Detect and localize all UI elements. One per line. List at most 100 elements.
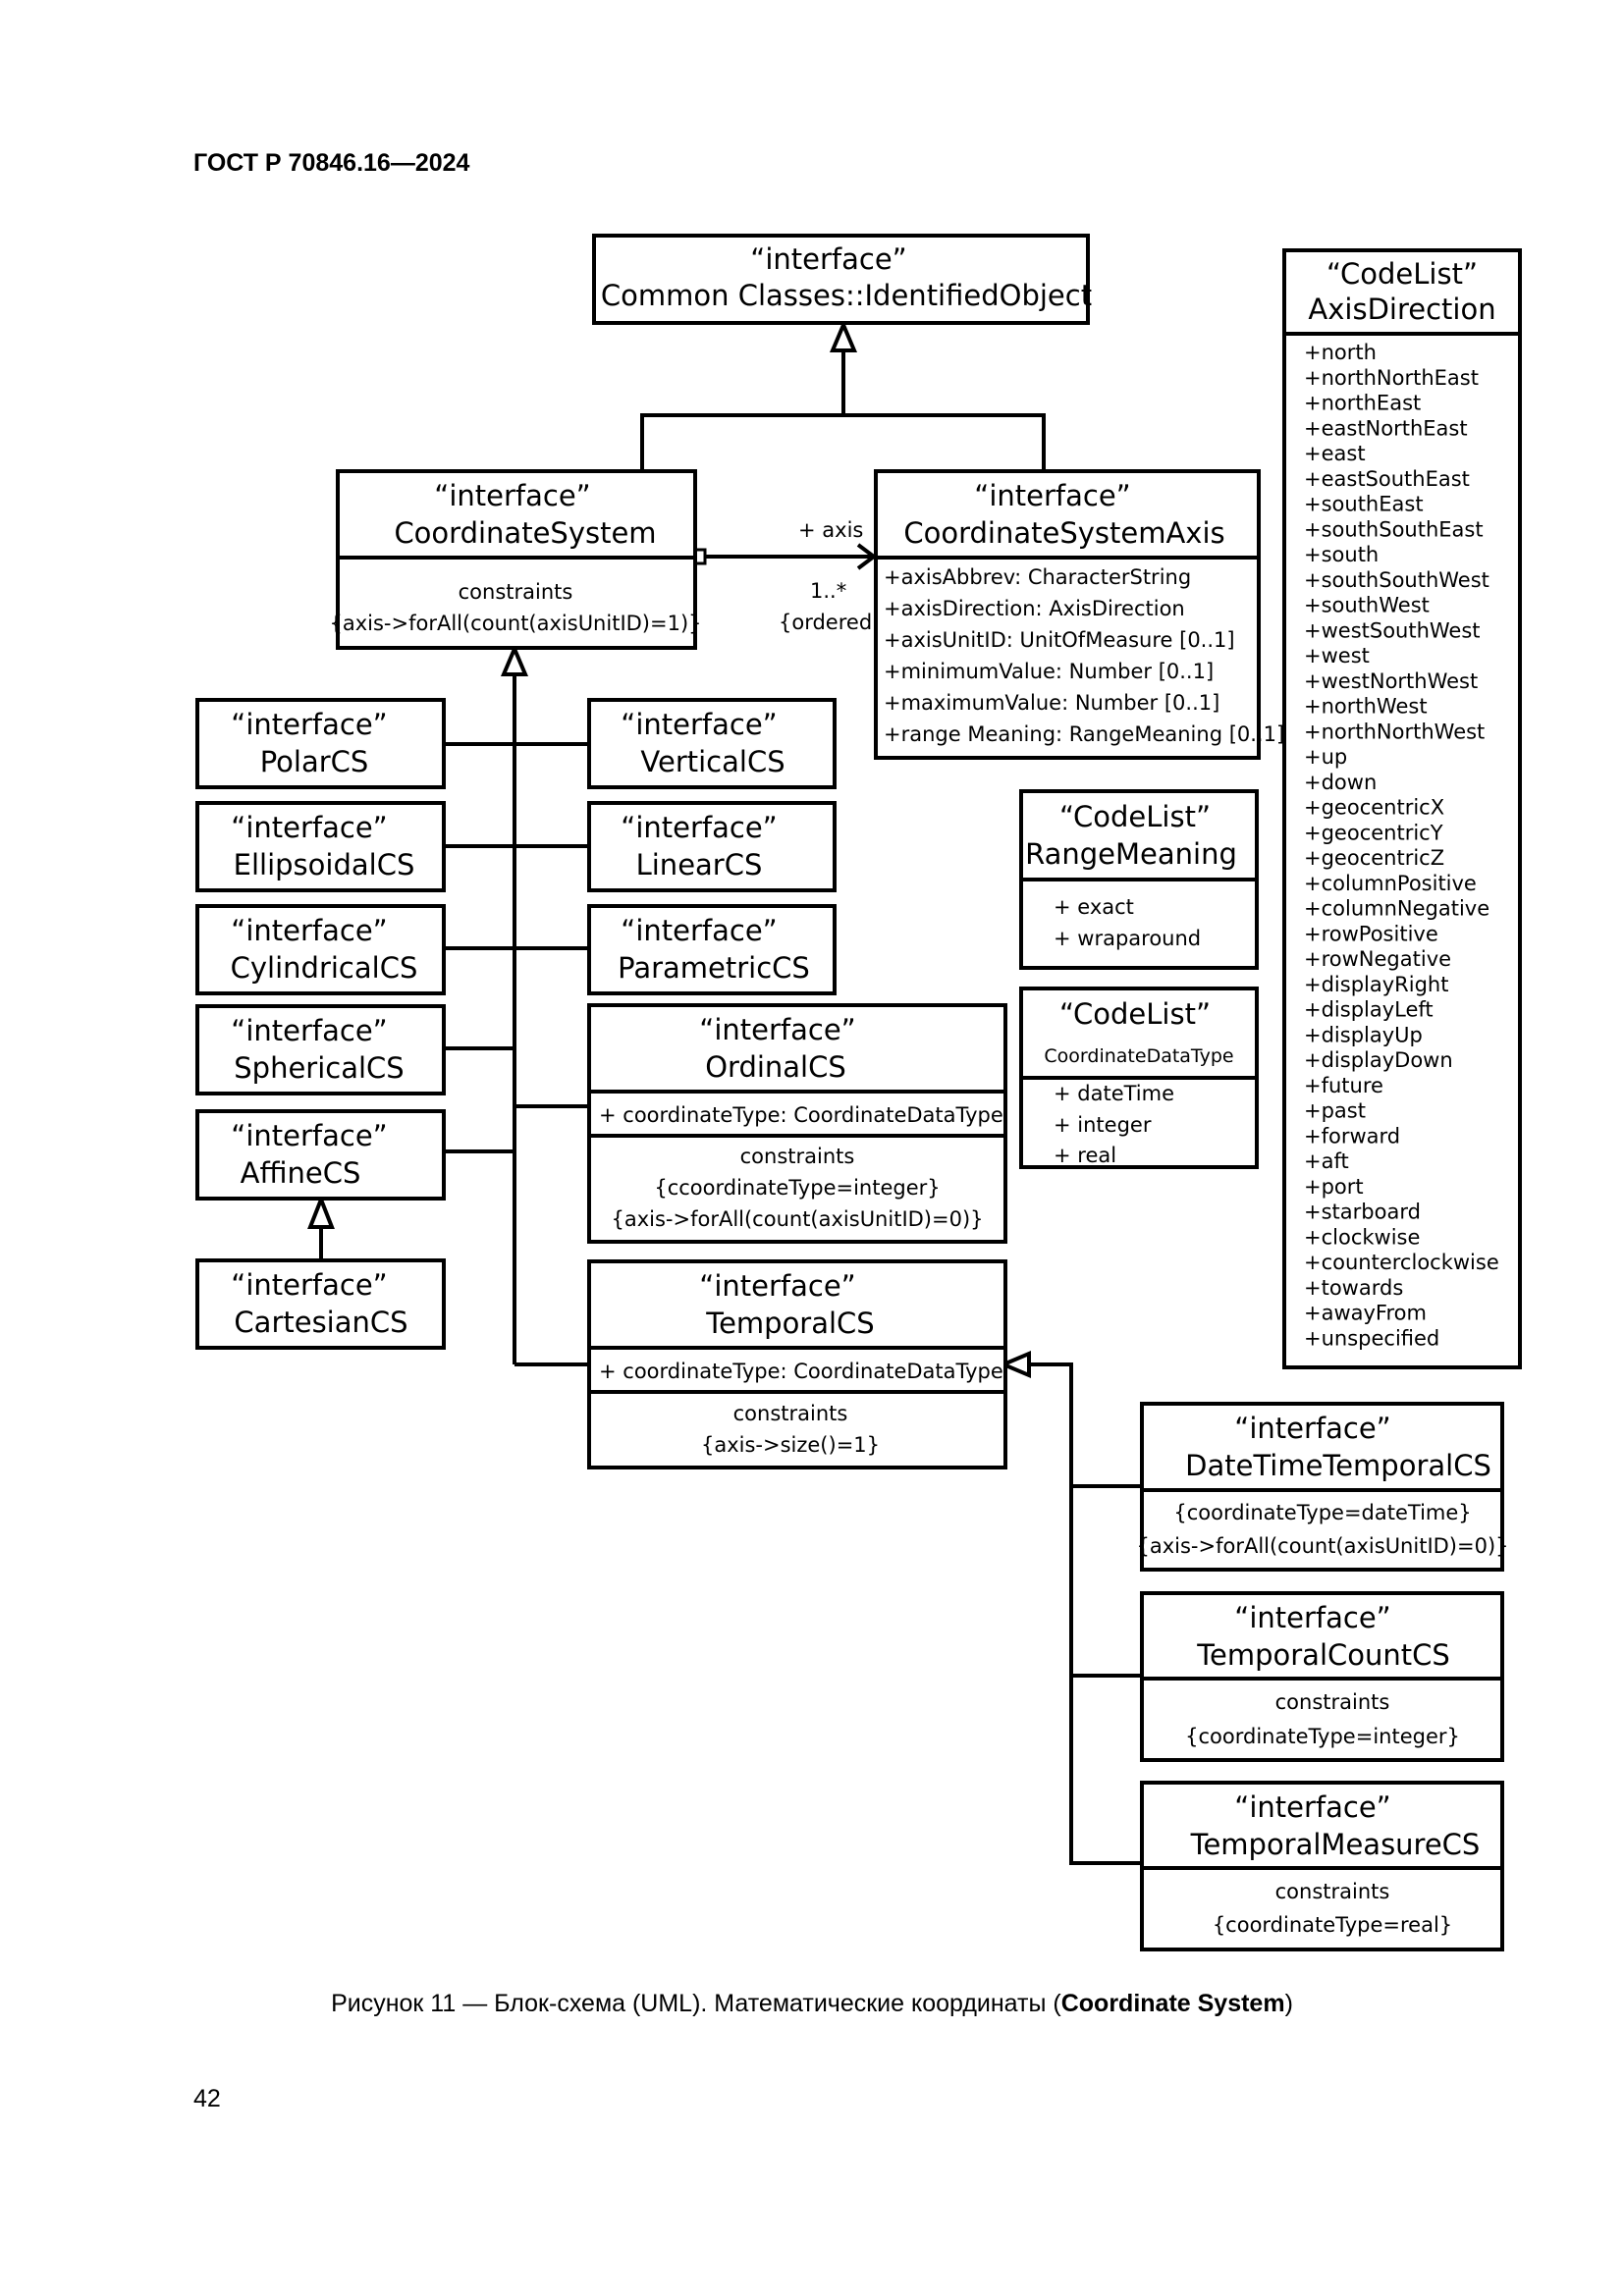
class-datetime-temporal-cs: “interface” DateTimeTemporalCS {coordina… — [1136, 1402, 1509, 1572]
caption-end: ) — [1284, 1990, 1293, 2017]
axis-direction-value: +eastNorthEast — [1304, 416, 1468, 440]
stereotype: “CodeList” — [1326, 257, 1478, 291]
stereotype: “interface” — [621, 811, 777, 844]
axis-direction-value: +westSouthWest — [1304, 618, 1481, 642]
class-name: TemporalMeasureCS — [1190, 1828, 1481, 1861]
axis-direction-value: +awayFrom — [1304, 1302, 1427, 1325]
class-name: SphericalCS — [234, 1051, 404, 1085]
stereotype: “interface” — [699, 1013, 855, 1046]
class-name: CylindricalCS — [231, 951, 418, 985]
stereotype: “interface” — [621, 914, 777, 947]
class-name: CartesianCS — [234, 1306, 407, 1339]
stereotype: “interface” — [231, 811, 387, 844]
codelist-axis-direction: “CodeList” AxisDirection +north+northNor… — [1282, 248, 1522, 1369]
codelist-value: + dateTime — [1054, 1082, 1174, 1105]
stereotype: “interface” — [231, 1014, 387, 1047]
class-linear-cs: “interface” LinearCS — [587, 801, 837, 892]
stereotype: “interface” — [231, 914, 387, 947]
codelist-value: + integer — [1054, 1113, 1152, 1137]
attribute: +maximumValue: Number [0..1] — [884, 691, 1219, 715]
class-identified-object: “interface” Common Classes::IdentifiedOb… — [592, 234, 1092, 325]
constraints-label: constraints — [1275, 1690, 1390, 1714]
axis-direction-value: +columnPositive — [1304, 872, 1477, 895]
stereotype: “interface” — [750, 242, 906, 276]
codelist-range-meaning: “CodeList” RangeMeaning + exact + wrapar… — [1019, 789, 1259, 970]
axis-direction-value: +rowNegative — [1304, 947, 1451, 971]
stereotype: “interface” — [1234, 1790, 1390, 1824]
stereotype: “CodeList” — [1059, 800, 1211, 833]
axis-direction-value: +geocentricZ — [1304, 846, 1444, 870]
axis-direction-value: +southSouthWest — [1304, 568, 1489, 592]
caption-text: Рисунок 11 — Блок-схема (UML). Математич… — [331, 1990, 1061, 2017]
axis-direction-value: +southSouthEast — [1304, 517, 1484, 541]
axis-direction-value: +columnNegative — [1304, 897, 1489, 921]
class-name: Common Classes::IdentifiedObject — [601, 279, 1092, 312]
axis-direction-value: +towards — [1304, 1276, 1403, 1300]
axis-direction-value: +port — [1304, 1175, 1364, 1199]
gen-line — [640, 413, 1046, 469]
class-name: VerticalCS — [640, 745, 785, 778]
axis-direction-value: +starboard — [1304, 1201, 1421, 1224]
class-name: TemporalCountCS — [1196, 1638, 1450, 1672]
axis-direction-value: +displayDown — [1304, 1048, 1453, 1072]
association-role: + axis — [798, 518, 863, 542]
figure-caption: Рисунок 11 — Блок-схема (UML). Математич… — [0, 1990, 1624, 2018]
connectors — [319, 350, 1142, 1865]
class-polar-cs: “interface” PolarCS — [195, 698, 446, 789]
axis-direction-value: +northNorthEast — [1304, 366, 1479, 390]
constraint: {coordinateType=dateTime} — [1173, 1501, 1471, 1524]
constraint: {axis->forAll(count(axisUnitID)=0)} — [1136, 1534, 1508, 1558]
axis-direction-value: +aft — [1304, 1149, 1349, 1173]
class-cylindrical-cs: “interface” CylindricalCS — [195, 904, 446, 995]
axis-direction-value: +displayLeft — [1304, 998, 1434, 1022]
constraint: {coordinateType=integer} — [1185, 1725, 1460, 1748]
constraint: {ccoordinateType=integer} — [654, 1176, 940, 1200]
constraints-label: constraints — [740, 1145, 855, 1168]
axis-direction-value: +past — [1304, 1099, 1366, 1123]
axis-direction-value: +displayRight — [1304, 973, 1448, 996]
stereotype: “interface” — [1234, 1412, 1390, 1445]
axis-direction-value: +northEast — [1304, 392, 1421, 415]
attribute: +range Meaning: RangeMeaning [0..1] — [884, 722, 1284, 746]
generalization-arrowhead — [500, 643, 529, 676]
axis-direction-value: +counterclockwise — [1304, 1251, 1499, 1274]
class-cartesian-cs: “interface” CartesianCS — [195, 1258, 446, 1350]
axis-direction-value: +southEast — [1304, 493, 1424, 516]
codelist-value: + wraparound — [1054, 927, 1201, 950]
class-coordinate-system-axis: “interface” CoordinateSystemAxis +axisAb… — [874, 469, 1284, 760]
stereotype: “interface” — [974, 479, 1130, 512]
axis-direction-value: +southWest — [1304, 594, 1430, 617]
codelist-value: + real — [1054, 1144, 1116, 1167]
codelist-name: CoordinateDataType — [1044, 1045, 1233, 1067]
class-name: EllipsoidalCS — [234, 848, 415, 881]
axis-direction-value: +north — [1304, 341, 1377, 364]
generalization-arrowhead — [998, 1350, 1031, 1379]
codelist-name: RangeMeaning — [1025, 837, 1237, 871]
class-spherical-cs: “interface” SphericalCS — [195, 1004, 446, 1095]
stereotype: “interface” — [434, 479, 590, 512]
class-name: TemporalCS — [705, 1307, 874, 1340]
class-vertical-cs: “interface” VerticalCS — [587, 698, 837, 789]
attribute: +axisAbbrev: CharacterString — [884, 565, 1191, 589]
axis-direction-value: +rowPositive — [1304, 922, 1438, 945]
class-name: LinearCS — [636, 848, 763, 881]
constraint: {axis->forAll(count(axisUnitID)=0)} — [611, 1207, 983, 1231]
generalization-arrowhead — [829, 319, 858, 352]
class-coordinate-system: “interface” CoordinateSystem constraints… — [329, 469, 702, 650]
class-parametric-cs: “interface” ParametricCS — [587, 904, 837, 995]
class-name: PolarCS — [260, 745, 369, 778]
class-ellipsoidal-cs: “interface” EllipsoidalCS — [195, 801, 446, 892]
class-name: ParametricCS — [618, 951, 810, 985]
axis-direction-value: +down — [1304, 771, 1377, 794]
constraints-label: constraints — [1275, 1880, 1390, 1903]
attribute: +axisUnitID: UnitOfMeasure [0..1] — [884, 628, 1235, 652]
class-name: DateTimeTemporalCS — [1185, 1449, 1491, 1482]
stereotype: “interface” — [1234, 1601, 1390, 1634]
stereotype: “interface” — [231, 1268, 387, 1302]
axis-direction-value: +displayUp — [1304, 1023, 1423, 1046]
axis-direction-value: +west — [1304, 644, 1370, 667]
class-temporal-cs: “interface” TemporalCS + coordinateType:… — [587, 1259, 1007, 1469]
stereotype: “interface” — [231, 708, 387, 741]
attribute: +minimumValue: Number [0..1] — [884, 660, 1214, 683]
